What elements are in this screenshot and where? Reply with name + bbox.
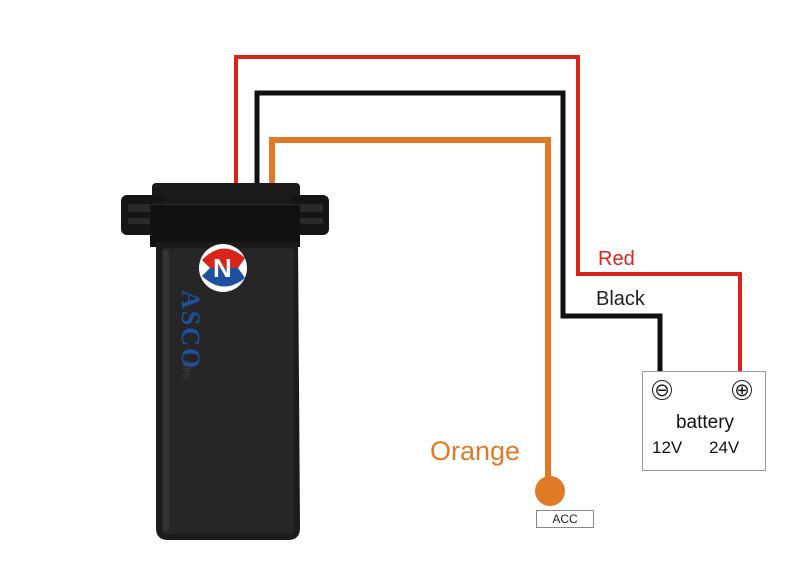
battery-label: battery bbox=[675, 412, 735, 433]
black-wire bbox=[254, 90, 663, 381]
black-wire-label: Black bbox=[596, 288, 645, 310]
battery: ⊖ ⊕ battery 12V 24V bbox=[642, 371, 766, 471]
acc-terminal bbox=[535, 476, 565, 506]
brand-logo bbox=[199, 244, 247, 292]
device-model: GPS bbox=[181, 360, 191, 380]
orange-wire-label: Orange bbox=[430, 436, 521, 466]
red-wire bbox=[234, 55, 742, 381]
acc-label: ACC bbox=[536, 510, 594, 528]
logo-letter: N bbox=[213, 253, 232, 283]
voltage-12v: 12V bbox=[652, 438, 683, 457]
voltage-24v: 24V bbox=[709, 438, 740, 457]
gps-tracker-device bbox=[121, 183, 329, 540]
red-wire-label: Red bbox=[598, 248, 635, 270]
positive-terminal-icon: ⊕ bbox=[732, 380, 752, 400]
brand-name: ASCO bbox=[176, 290, 205, 371]
negative-terminal-icon: ⊖ bbox=[652, 380, 672, 400]
orange-wire bbox=[269, 137, 551, 478]
